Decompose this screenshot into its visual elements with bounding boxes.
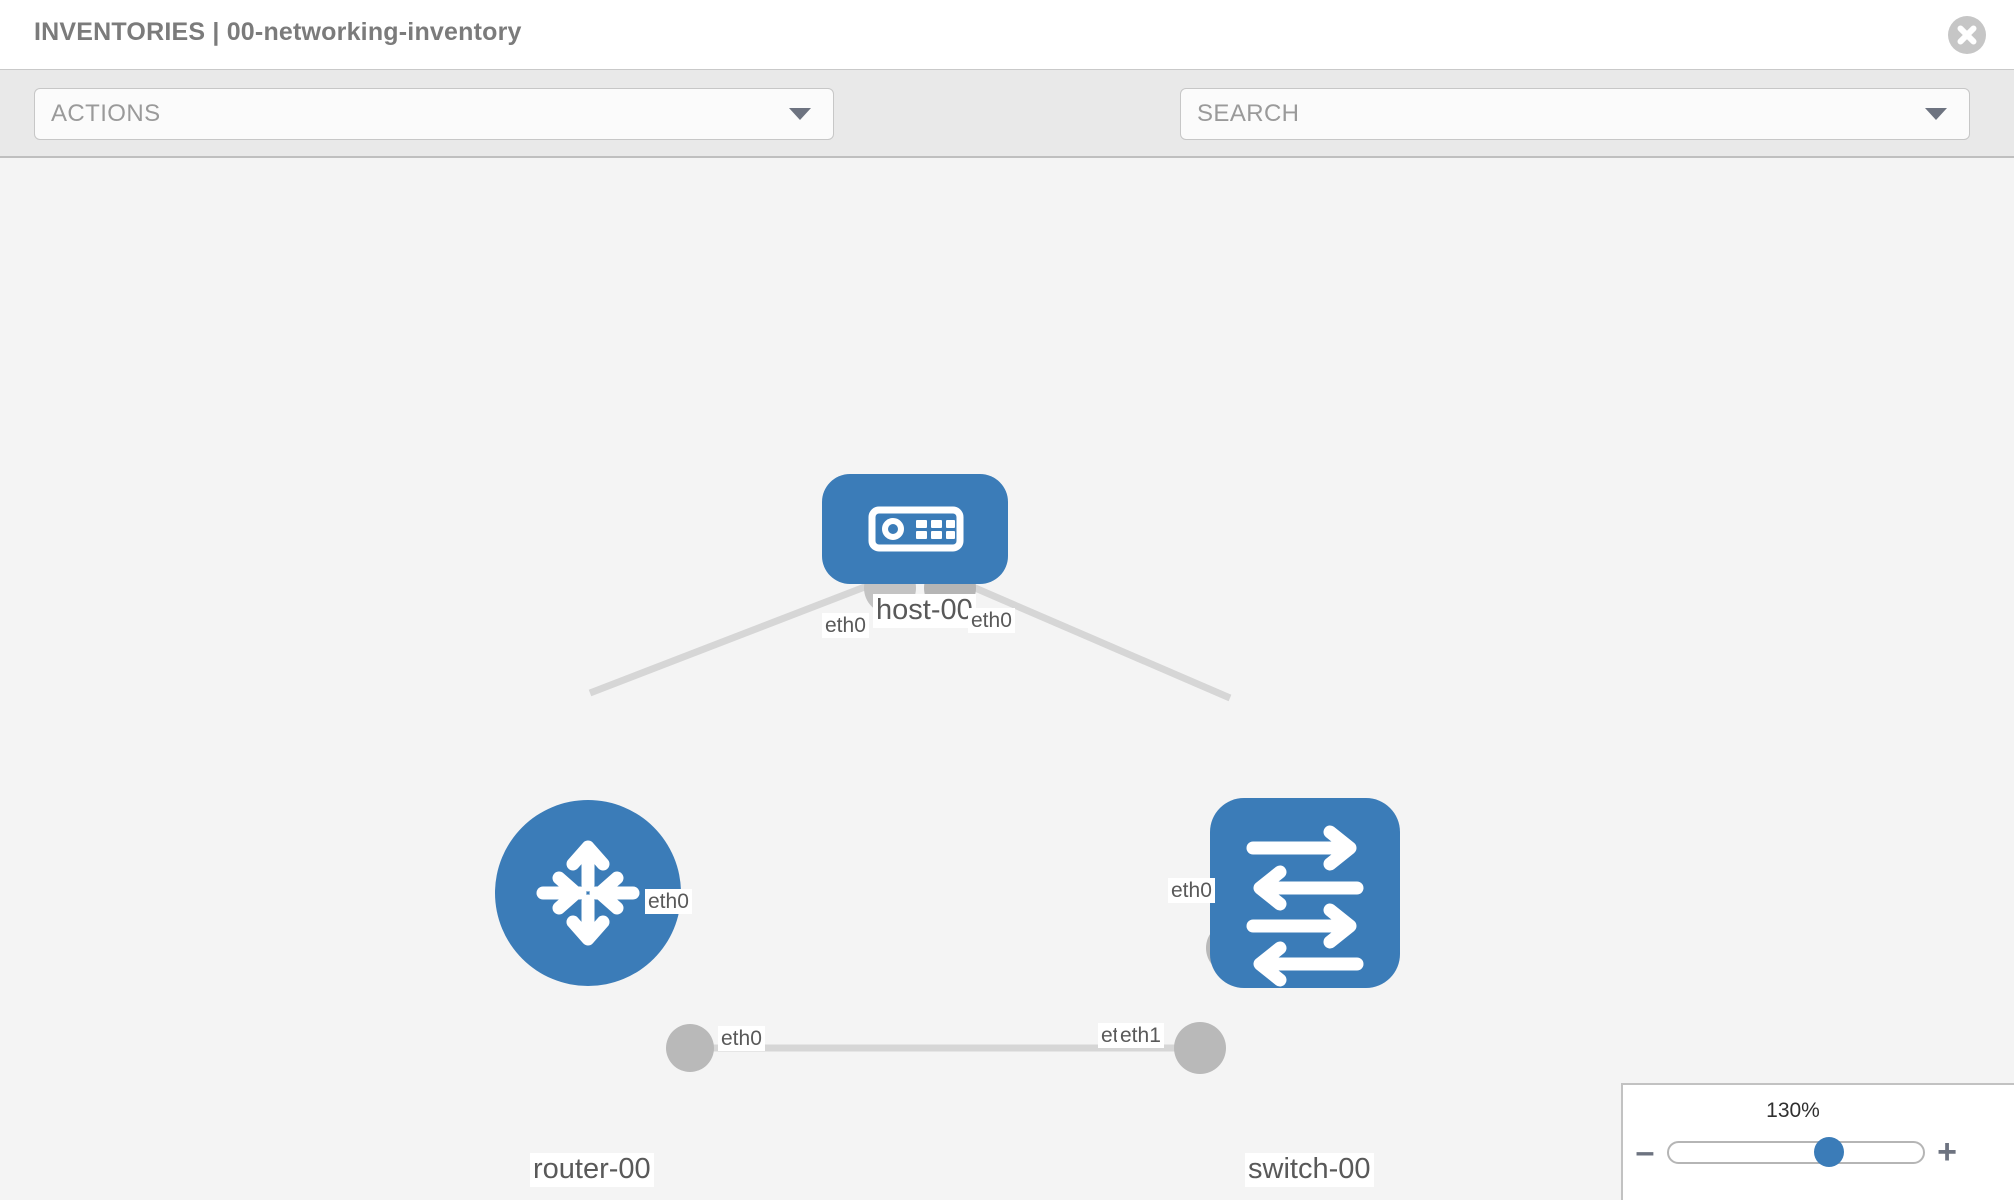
- edge-host-router[interactable]: [588, 574, 890, 697]
- chevron-down-icon: [789, 108, 811, 120]
- node-router-00[interactable]: [495, 800, 681, 986]
- actions-dropdown[interactable]: ACTIONS: [34, 88, 834, 140]
- interface-label-switch-eth0-up: eth0: [1168, 878, 1215, 904]
- toolbar: ACTIONS SEARCH: [0, 70, 2014, 200]
- node-label-router-00: router-00: [530, 1153, 654, 1187]
- node-label-host-00: host-00: [873, 594, 976, 628]
- edge-host-switch[interactable]: [950, 574, 1232, 702]
- zoom-control-panel: 130% – +: [1621, 1083, 2014, 1200]
- node-switch-00[interactable]: [1210, 798, 1400, 988]
- topology-canvas[interactable]: host-00 router-00 switch-00 eth0 eth0 et…: [0, 158, 2014, 1200]
- zoom-slider[interactable]: [1667, 1137, 1925, 1167]
- zoom-slider-thumb[interactable]: [1814, 1137, 1845, 1167]
- zoom-level-label: 130%: [1766, 1099, 1820, 1122]
- interface-label-router-eth0: eth0: [718, 1026, 765, 1052]
- zoom-out-button[interactable]: –: [1635, 1133, 1655, 1171]
- search-placeholder: SEARCH: [1197, 100, 1300, 127]
- page-header: INVENTORIES | 00-networking-inventory: [0, 0, 2014, 70]
- connector-router-eth0[interactable]: [666, 1024, 714, 1072]
- connector-switch-eth1[interactable]: [1174, 1022, 1226, 1074]
- topology-connectors: [666, 562, 1258, 1074]
- interface-label-switch-eth1: eth1: [1117, 1023, 1164, 1049]
- topology-graph: [495, 474, 1400, 1074]
- interface-label-router-eth0-up: eth0: [645, 889, 692, 915]
- node-label-switch-00: switch-00: [1245, 1153, 1374, 1187]
- zoom-in-button[interactable]: +: [1937, 1133, 1957, 1171]
- actions-dropdown-label: ACTIONS: [51, 100, 161, 127]
- interface-label-host-eth0-left: eth0: [822, 613, 869, 639]
- interface-label-host-eth0-right: eth0: [968, 608, 1015, 634]
- page-title: INVENTORIES | 00-networking-inventory: [34, 18, 522, 46]
- node-host-00[interactable]: [822, 474, 1008, 584]
- topology-edges: [588, 574, 1232, 1052]
- search-input[interactable]: SEARCH: [1180, 88, 1970, 140]
- chevron-down-icon: [1925, 108, 1947, 120]
- close-icon[interactable]: [1948, 16, 1986, 54]
